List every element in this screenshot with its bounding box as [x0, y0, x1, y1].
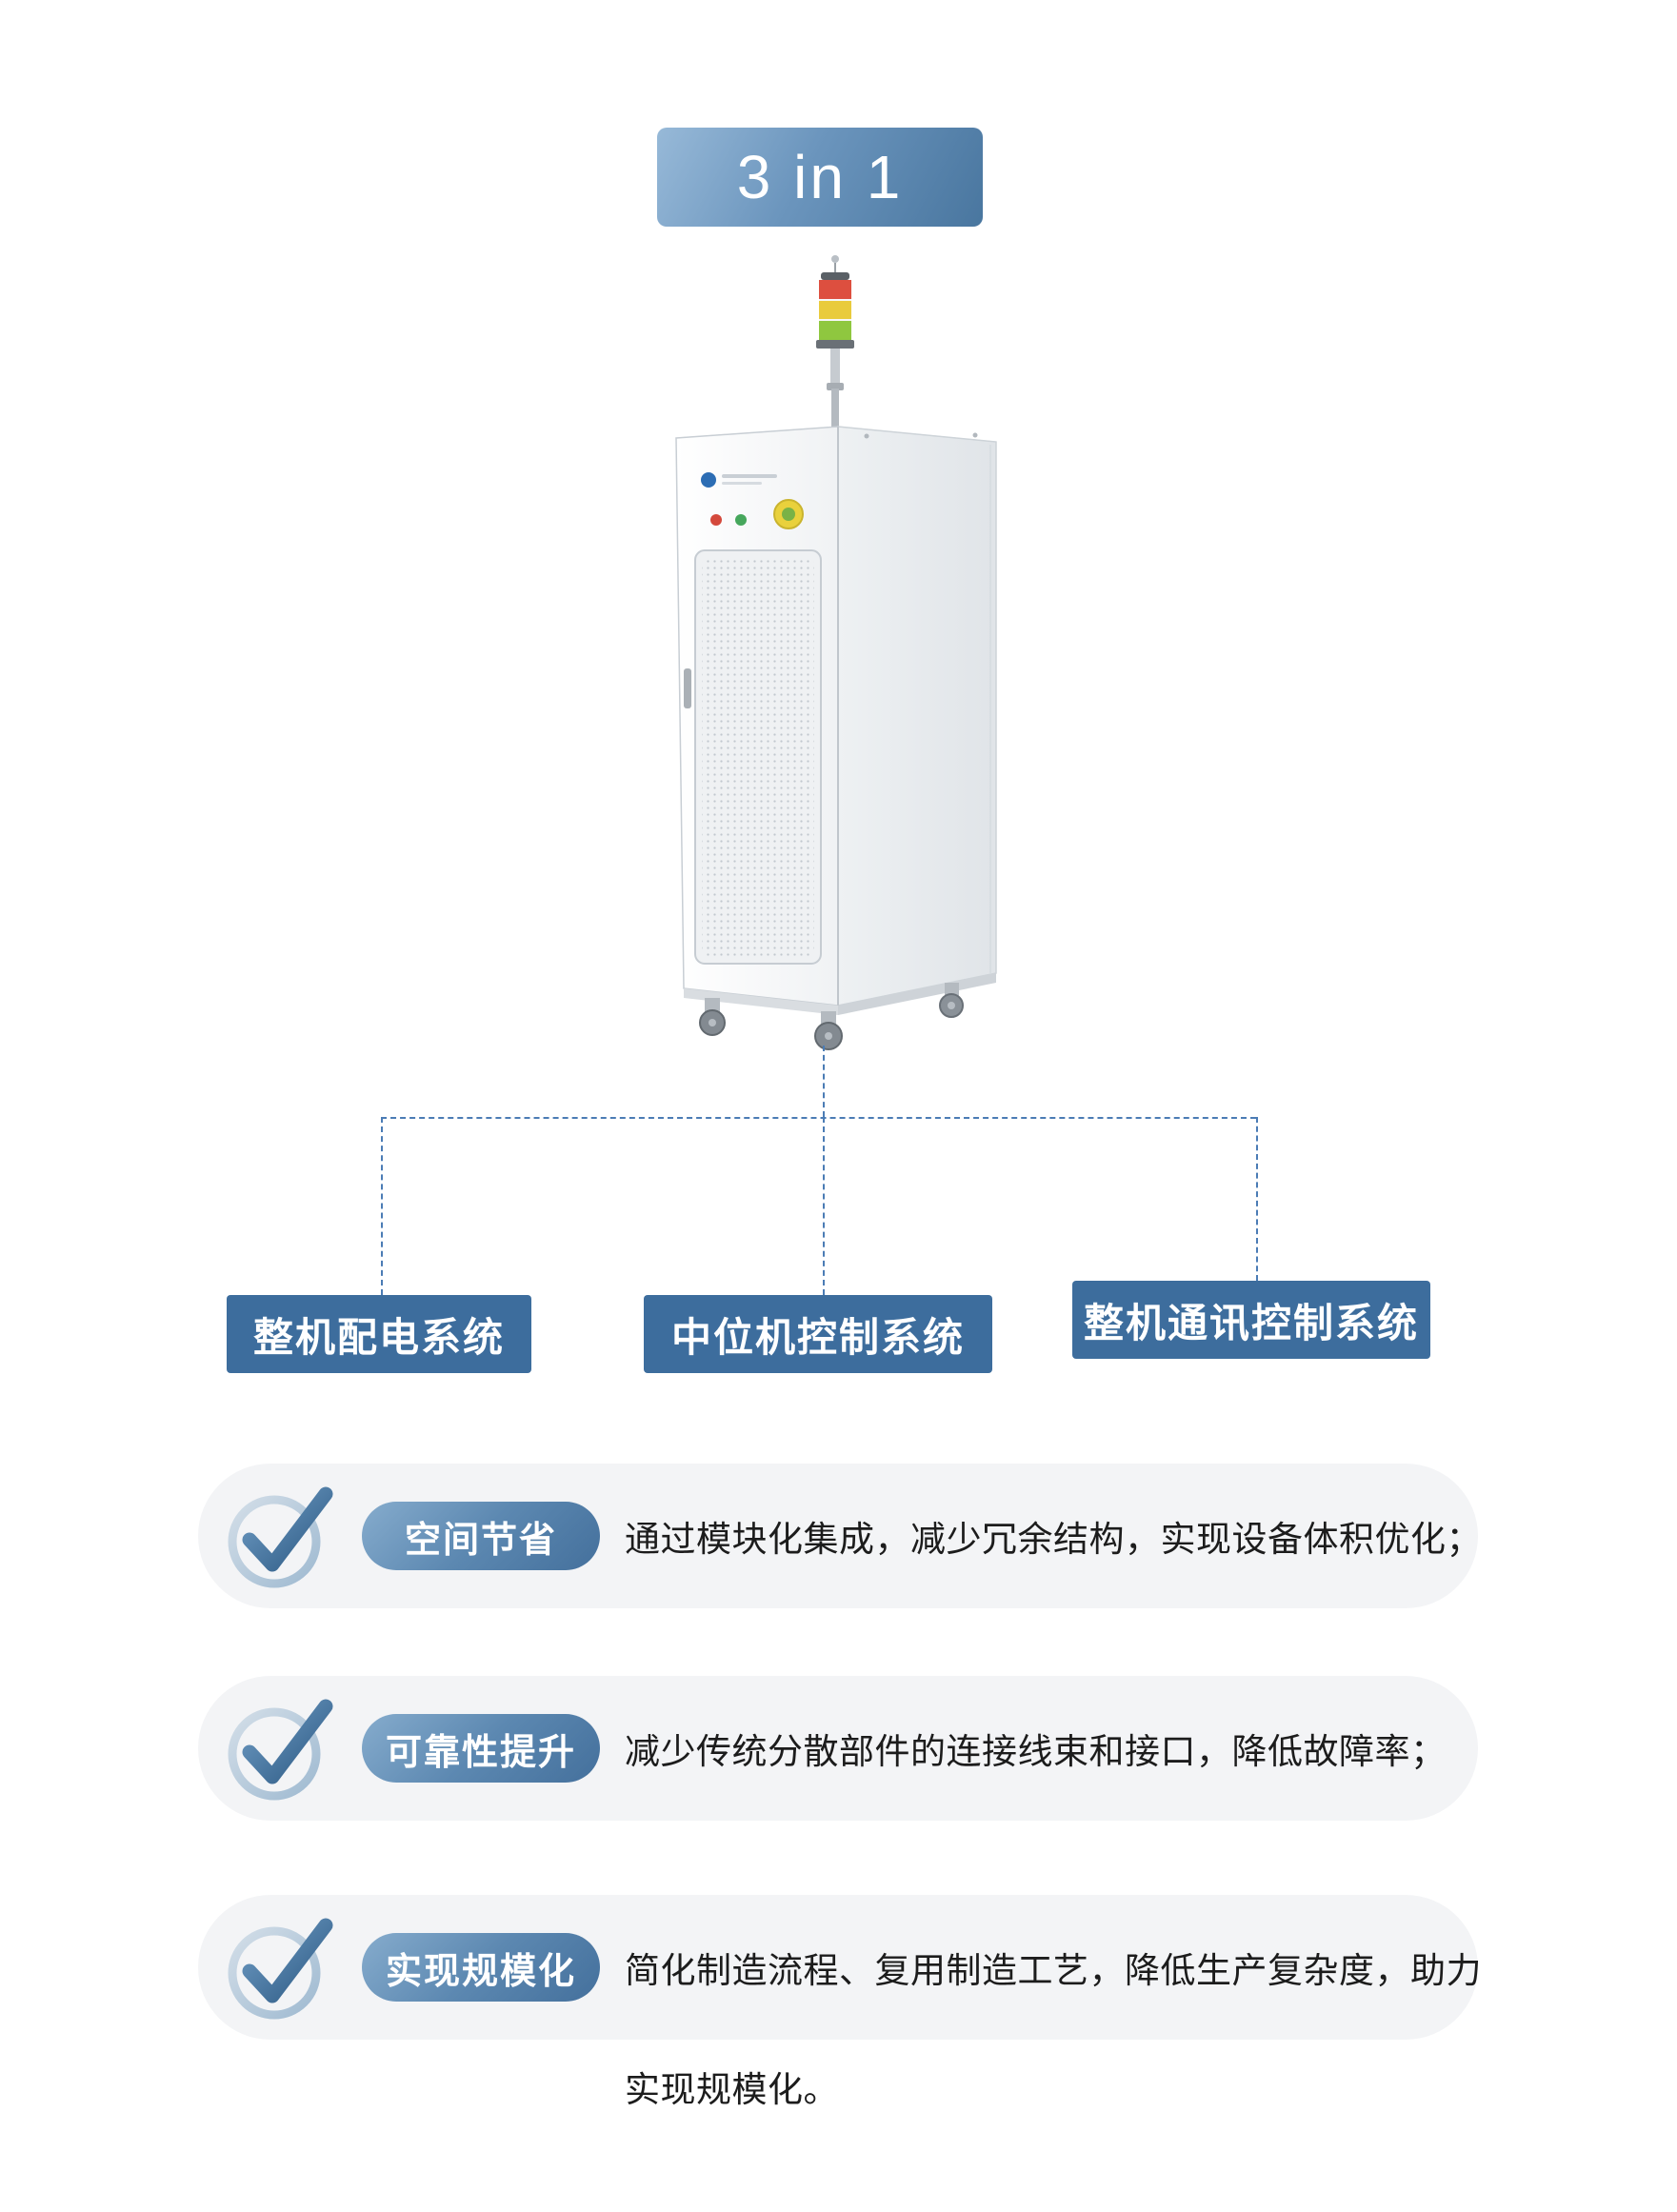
feature-description: 简化制造流程、复用制造工艺，降低生产复杂度，助力	[625, 1951, 1482, 1990]
connector-left-line	[381, 1117, 383, 1295]
caster-wheels	[699, 983, 964, 1050]
system-box-mid-machine-control: 中位机控制系统	[644, 1295, 992, 1373]
system-box-power-distribution: 整机配电系统	[227, 1295, 531, 1373]
feature-row-reliability: 可靠性提升 减少传统分散部件的连接线束和接口，降低故障率；	[198, 1676, 1478, 1821]
connector-horizontal-line	[381, 1117, 1256, 1119]
three-in-one-badge: 3 in 1	[657, 128, 983, 227]
feature-tag: 实现规模化	[362, 1933, 600, 2002]
connector-stem-line	[823, 1046, 825, 1117]
connector-middle-line	[823, 1117, 825, 1295]
red-indicator-light	[710, 514, 722, 526]
feature-description: 减少传统分散部件的连接线束和接口，降低故障率；	[625, 1732, 1447, 1771]
system-box-communication-control: 整机通讯控制系统	[1072, 1281, 1430, 1359]
feature-bar: 可靠性提升 减少传统分散部件的连接线束和接口，降低故障率；	[198, 1676, 1478, 1821]
check-icon	[228, 1486, 333, 1588]
feature-tag: 可靠性提升	[362, 1714, 600, 1783]
check-icon	[228, 1918, 333, 2020]
cabinet-body	[675, 426, 997, 1015]
door-handle	[684, 668, 691, 708]
check-icon	[228, 1699, 333, 1801]
stack-light-icon	[816, 255, 854, 440]
brand-logo-icon	[701, 472, 716, 488]
connector-right-line	[1256, 1117, 1258, 1281]
feature-row-scalability: 实现规模化 简化制造流程、复用制造工艺，降低生产复杂度，助力 实现规模化。	[198, 1895, 1482, 2112]
feature-bar: 空间节省 通过模块化集成，减少冗余结构，实现设备体积优化；	[198, 1464, 1482, 1608]
feature-description: 通过模块化集成，减少冗余结构，实现设备体积优化；	[625, 1520, 1482, 1559]
equipment-cabinet-illustration	[675, 255, 997, 1050]
feature-description-line2: 实现规模化。	[625, 2070, 839, 2109]
feature-tag: 空间节省	[362, 1502, 600, 1570]
feature-row-space-saving: 空间节省 通过模块化集成，减少冗余结构，实现设备体积优化；	[198, 1464, 1482, 1608]
feature-bar: 实现规模化 简化制造流程、复用制造工艺，降低生产复杂度，助力	[198, 1895, 1482, 2040]
green-indicator-light	[735, 514, 747, 526]
